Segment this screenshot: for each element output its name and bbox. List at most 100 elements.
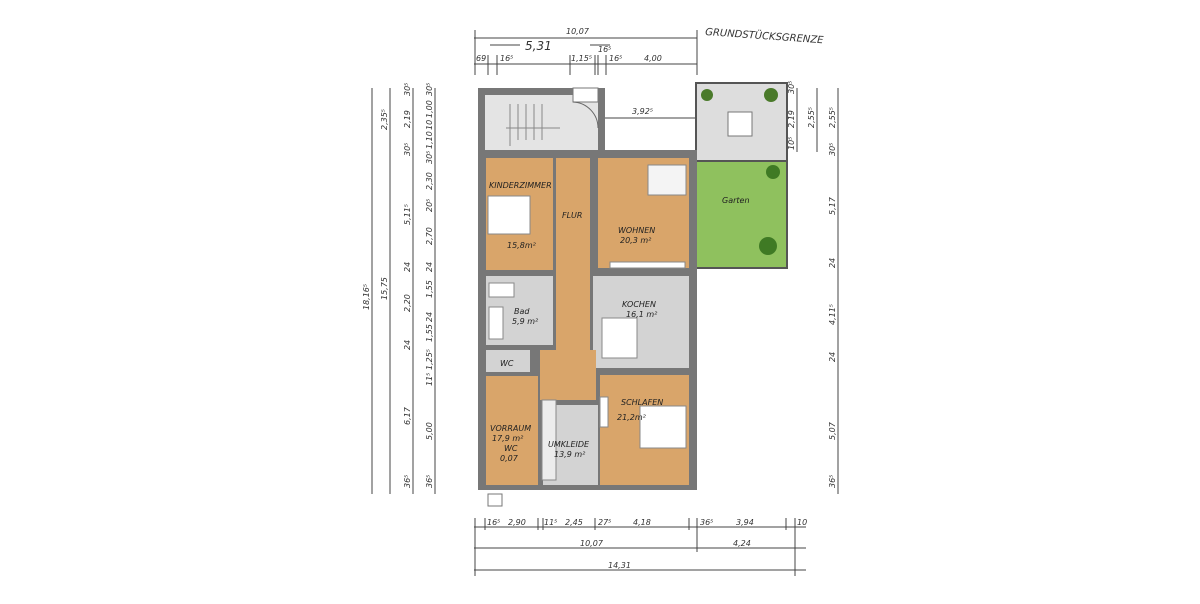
bed: [639, 405, 687, 449]
shower: [488, 306, 504, 340]
dim-label: 4,11⁵: [828, 304, 837, 325]
dim-label: 24: [403, 262, 412, 272]
dim-label: 30⁵: [403, 143, 412, 156]
room-labels: KINDERZIMMER 15,8m² FLUR WOHNEN 20,3 m² …: [489, 181, 663, 463]
label-flur: FLUR: [562, 211, 582, 220]
label-schlafen: SCHLAFEN: [621, 398, 663, 407]
area-bad: 5,9 m²: [512, 317, 539, 326]
dim-label: 3,92⁵: [632, 107, 653, 116]
dim-label: 11⁵: [425, 373, 434, 386]
dim-label: 16⁵: [609, 54, 622, 63]
dim-label: 10: [425, 120, 434, 130]
tree-icon: [766, 165, 780, 179]
area-wohnen: 20,3 m²: [620, 236, 652, 245]
dim-label: 1,00: [425, 100, 434, 118]
label-vorraum-wc-area: 0,07: [500, 454, 519, 463]
dim-label: 20⁵: [425, 199, 434, 212]
dim-label: 30⁵: [425, 151, 434, 164]
dim-label: 2,30: [425, 172, 434, 190]
dim-label: 2,70: [425, 227, 434, 245]
label-kinderzimmer: KINDERZIMMER: [489, 181, 552, 190]
stairwell: [478, 87, 605, 154]
room-wc: [486, 350, 530, 372]
dim-label: 5,11⁵: [403, 204, 412, 225]
dim-label: 16⁵: [598, 45, 611, 54]
bathtub: [488, 282, 515, 298]
dim-label: 10⁵: [787, 137, 796, 150]
label-bad: Bad: [514, 307, 530, 316]
dim-label: 30⁵: [787, 81, 796, 94]
dim-label: 3,94: [736, 518, 754, 527]
room-vorraum: [486, 376, 538, 485]
dim-label: 2,45: [565, 518, 583, 527]
dim-label: 24: [828, 352, 837, 362]
dim-label: 4,18: [633, 518, 651, 527]
dim-label: 16⁵: [487, 518, 500, 527]
dim-label: 2,19: [403, 110, 412, 128]
plant-icon: [764, 88, 778, 102]
dim-label: 30⁵: [425, 83, 434, 96]
building: [478, 150, 697, 507]
dim-label: 11⁵: [544, 518, 557, 527]
dim-label: 4,24: [733, 539, 751, 548]
dim-label: 24: [828, 258, 837, 268]
area-kinderzimmer: 15,8m²: [507, 241, 537, 250]
dim-label: 1,55: [425, 324, 434, 342]
tree-icon: [759, 237, 777, 255]
dim-label: 2,19: [787, 110, 796, 128]
dim-label: 16⁵: [500, 54, 513, 63]
terrace: [695, 82, 788, 162]
dim-label: 24: [403, 340, 412, 350]
dim-label: 2,55⁵: [807, 107, 816, 128]
top-dimensions: 10,07 5,31 69 16⁵ 1,15⁵ 16⁵ 16⁵ 4,00 3,9…: [474, 27, 698, 119]
dim-label: 2,20: [403, 294, 412, 312]
dim-label: 36⁵: [425, 475, 434, 488]
dim-label: 36⁵: [700, 518, 713, 527]
dim-label: 1,15⁵: [571, 54, 592, 63]
bed: [487, 195, 531, 235]
area-vorraum: 17,9 m²: [492, 434, 524, 443]
area-kochen: 16,1 m²: [626, 310, 658, 319]
dim-label: 69: [476, 54, 486, 63]
dim-label: 1,25⁵: [425, 349, 434, 370]
hallway: [540, 350, 596, 400]
label-vorraum-wc: WC: [504, 444, 518, 453]
dim-label: 1,55: [425, 280, 434, 298]
dim-label: 24: [425, 312, 434, 322]
area-schlafen: 21,2m²: [617, 413, 647, 422]
left-dimensions: 18,16⁵2,35⁵15,7530⁵2,1930⁵5,11⁵242,20246…: [362, 83, 436, 494]
dim-label: 2,35⁵: [380, 109, 389, 130]
sofa: [647, 164, 687, 196]
label-vorraum: VORRAUM: [490, 424, 531, 433]
dim-label: 36⁵: [828, 475, 837, 488]
property-boundary-label: GRUNDSTÜCKSGRENZE: [705, 25, 825, 46]
dim-label: 6,17: [403, 406, 412, 425]
entrance-door: [487, 493, 503, 507]
dim-label: 10,07: [580, 539, 604, 548]
dim-label: 36⁵: [403, 475, 412, 488]
dim-label: 1,10: [425, 131, 434, 149]
label-kochen: KOCHEN: [622, 300, 656, 309]
dim-label: 27⁵: [598, 518, 611, 527]
dim-label: 5,00: [425, 422, 434, 440]
dim-label: 24: [425, 262, 434, 272]
dim-label: 4,00: [644, 54, 662, 63]
dim-label: 2,90: [508, 518, 526, 527]
area-umkleide: 13,9 m²: [554, 450, 586, 459]
dim-label: 10: [797, 518, 807, 527]
table: [601, 317, 638, 359]
bottom-dimensions: 16⁵ 2,90 11⁵ 2,45 27⁵ 4,18 36⁵ 3,94 10 1…: [474, 518, 807, 576]
dim-label: 5,07: [828, 421, 837, 440]
room-label-garten: Garten: [722, 196, 750, 205]
garden: Garten: [695, 160, 788, 269]
label-wc: WC: [500, 359, 514, 368]
dim-label: 30⁵: [828, 143, 837, 156]
dim-total-width: 10,07: [566, 27, 590, 36]
dim-total-depth: 14,31: [608, 561, 631, 570]
label-umkleide: UMKLEIDE: [548, 440, 590, 449]
label-wohnen: WOHNEN: [618, 226, 655, 235]
dim-label: 30⁵: [403, 83, 412, 96]
dim-label: 2,55⁵: [828, 107, 837, 128]
